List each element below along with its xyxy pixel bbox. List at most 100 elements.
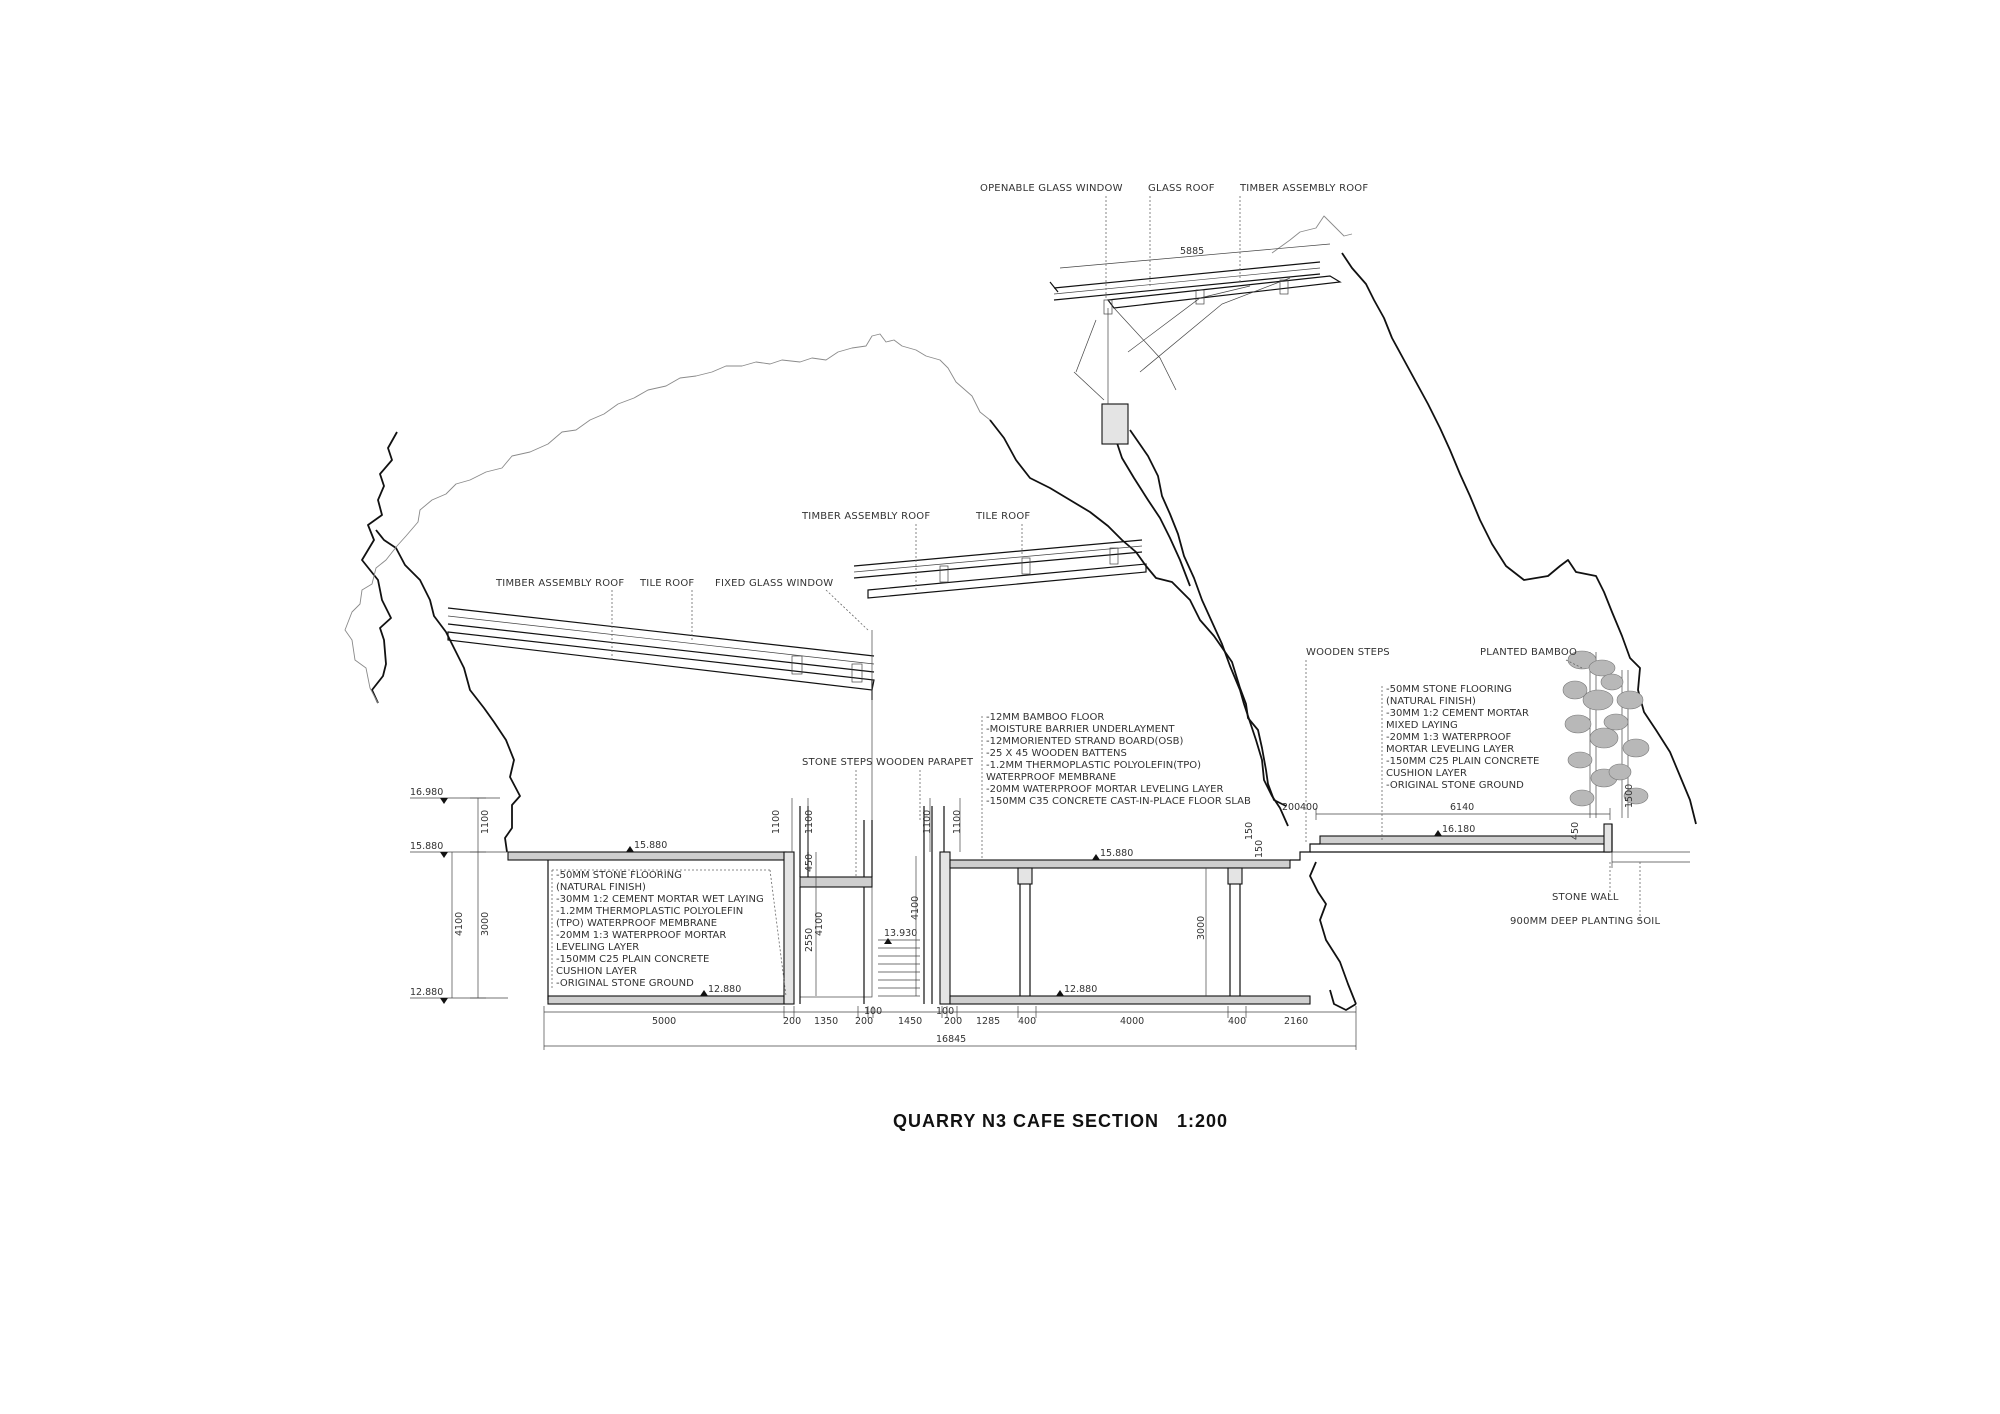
upper-roof-dimension: 5885: [1059, 243, 1331, 269]
terrace-dimensions: 6140 200 400: [1282, 802, 1611, 820]
label-wooden-steps: WOODEN STEPS: [1306, 647, 1390, 658]
note-right-7: CUSHION LAYER: [1386, 768, 1467, 779]
callouts: OPENABLE GLASS WINDOW GLASS ROOF TIMBER …: [495, 183, 1660, 927]
label-timber-assembly-roof-left: TIMBER ASSEMBLY ROOF: [495, 578, 624, 589]
level-markers-floor: 15.880 15.880 12.880 12.880 13.930 16.18…: [626, 824, 1475, 996]
dim-left-1100: 1100: [480, 810, 491, 834]
note-left-4: (TPO) WATERPROOF MEMBRANE: [556, 918, 717, 929]
level-12880: 12.880: [410, 987, 443, 998]
note-left-0: -50MM STONE FLOORING: [556, 870, 682, 881]
note-right-8: -ORIGINAL STONE GROUND: [1386, 780, 1524, 791]
label-openable-glass-window: OPENABLE GLASS WINDOW: [980, 183, 1123, 194]
dim-bottom-2: 1350: [814, 1016, 838, 1027]
dim-mid-1100-a: 1100: [922, 810, 933, 834]
label-wooden-parapet: WOODEN PARAPET: [876, 757, 974, 768]
note-mid-2: -12MMORIENTED STRAND BOARD(OSB): [986, 736, 1184, 747]
dim-terrace-200: 200: [1282, 802, 1300, 813]
roof-upper-overhang: [1049, 261, 1342, 445]
note-right-6: -150MM C25 PLAIN CONCRETE: [1386, 756, 1539, 767]
dim-step-150: 150: [1244, 822, 1255, 840]
level-16980: 16.980: [410, 787, 443, 798]
label-timber-assembly-roof-top: TIMBER ASSEMBLY ROOF: [1239, 183, 1368, 194]
note-left-3: -1.2MM THERMOPLASTIC POLYOLEFIN: [556, 906, 743, 917]
dim-mid-3000: 3000: [1196, 916, 1207, 940]
building-structure: [507, 806, 1690, 1005]
vertical-dimensions: 1100 1100 450 4100 2550 1100 1100 4100 3…: [771, 784, 1635, 996]
note-left-1: (NATURAL FINISH): [556, 882, 646, 893]
level-15880: 15.880: [410, 841, 443, 852]
dim-bottom-3: 200: [855, 1016, 873, 1027]
dim-terrace-450: 450: [1570, 822, 1581, 840]
note-mid-4: -1.2MM THERMOPLASTIC POLYOLEFIN(TPO): [986, 760, 1201, 771]
note-mid-1: -MOISTURE BARRIER UNDERLAYMENT: [986, 724, 1175, 735]
dim-bottom-9: 400: [1018, 1016, 1036, 1027]
label-planting-soil: 900MM DEEP PLANTING SOIL: [1510, 916, 1660, 927]
dim-mid-1100-b: 1100: [952, 810, 963, 834]
dim-stair-1100-b: 1100: [804, 810, 815, 834]
label-stone-wall: STONE WALL: [1552, 892, 1619, 903]
note-mid-6: -20MM WATERPROOF MORTAR LEVELING LAYER: [986, 784, 1223, 795]
note-right-4: -20MM 1:3 WATERPROOF: [1386, 732, 1512, 743]
dim-left-4100: 4100: [454, 912, 465, 936]
bamboo-planting: [1562, 650, 1650, 818]
note-left-7: -150MM C25 PLAIN CONCRETE: [556, 954, 709, 965]
dim-bottom-8: 1285: [976, 1016, 1000, 1027]
note-mid-3: -25 X 45 WOODEN BATTENS: [986, 748, 1127, 759]
dim-stair-450: 450: [804, 854, 815, 872]
note-right-0: -50MM STONE FLOORING: [1386, 684, 1512, 695]
wooden-stair-flight: [878, 939, 920, 997]
floor-level-12880-a: 12.880: [708, 984, 741, 995]
stair-level-13930: 13.930: [884, 928, 917, 939]
dim-left-3000: 3000: [480, 912, 491, 936]
note-floor-middle: -12MM BAMBOO FLOOR -MOISTURE BARRIER UND…: [981, 712, 1251, 860]
dim-stair-1100-a: 1100: [771, 810, 782, 834]
dim-terrace-1500: 1500: [1624, 784, 1635, 808]
label-stone-steps: STONE STEPS: [802, 757, 873, 768]
dim-terrace-400: 400: [1300, 802, 1318, 813]
note-floor-right: -50MM STONE FLOORING (NATURAL FINISH) -3…: [1381, 684, 1539, 842]
note-left-8: CUSHION LAYER: [556, 966, 637, 977]
terrace-level-16180: 16.180: [1442, 824, 1475, 835]
label-planted-bamboo: PLANTED BAMBOO: [1480, 647, 1577, 658]
dim-bottom-4: 100: [864, 1006, 882, 1017]
bottom-dimension-string: 5000 200 1350 200 100 1450 100 200 1285 …: [543, 1006, 1357, 1050]
note-left-9: -ORIGINAL STONE GROUND: [556, 978, 694, 989]
dim-step-150b: 150: [1254, 840, 1265, 858]
dim-bottom-7: 200: [944, 1016, 962, 1027]
dim-bottom-6: 100: [936, 1006, 954, 1017]
dim-mid-4100: 4100: [910, 896, 921, 920]
drawing-title: QUARRY N3 CAFE SECTION 1:200: [893, 1111, 1228, 1131]
label-timber-assembly-roof-mid: TIMBER ASSEMBLY ROOF: [801, 511, 930, 522]
roof-middle: [853, 539, 1147, 599]
dim-bottom-1: 200: [783, 1016, 801, 1027]
roof-left: [447, 607, 875, 700]
note-left-6: LEVELING LAYER: [556, 942, 639, 953]
note-right-1: (NATURAL FINISH): [1386, 696, 1476, 707]
dim-bottom-5: 1450: [898, 1016, 922, 1027]
label-fixed-glass-window: FIXED GLASS WINDOW: [715, 578, 833, 589]
note-right-3: MIXED LAYING: [1386, 720, 1458, 731]
label-tile-roof-left: TILE ROOF: [639, 578, 694, 589]
dim-stair-4100: 4100: [814, 912, 825, 936]
dim-bottom-10: 4000: [1120, 1016, 1144, 1027]
dim-stair-2550: 2550: [804, 928, 815, 952]
dim-roof-5885: 5885: [1180, 246, 1204, 257]
floor-level-15880-b: 15.880: [1100, 848, 1133, 859]
note-left-5: -20MM 1:3 WATERPROOF MORTAR: [556, 930, 726, 941]
floor-level-15880-a: 15.880: [634, 840, 667, 851]
label-tile-roof-mid: TILE ROOF: [975, 511, 1030, 522]
level-markers-left: 16.980 15.880 12.880 1100 4100 3000: [410, 787, 508, 1004]
dim-total: 16845: [936, 1034, 966, 1045]
note-mid-7: -150MM C35 CONCRETE CAST-IN-PLACE FLOOR …: [986, 796, 1251, 807]
note-left-2: -30MM 1:2 CEMENT MORTAR WET LAYING: [556, 894, 764, 905]
note-mid-5: WATERPROOF MEMBRANE: [986, 772, 1116, 783]
dim-terrace-6140: 6140: [1450, 802, 1474, 813]
note-mid-0: -12MM BAMBOO FLOOR: [986, 712, 1104, 723]
dim-bottom-11: 400: [1228, 1016, 1246, 1027]
dim-bottom-12: 2160: [1284, 1016, 1308, 1027]
dim-bottom-0: 5000: [652, 1016, 676, 1027]
floor-level-12880-b: 12.880: [1064, 984, 1097, 995]
note-floor-left: -50MM STONE FLOORING (NATURAL FINISH) -3…: [551, 869, 787, 997]
note-right-5: MORTAR LEVELING LAYER: [1386, 744, 1514, 755]
